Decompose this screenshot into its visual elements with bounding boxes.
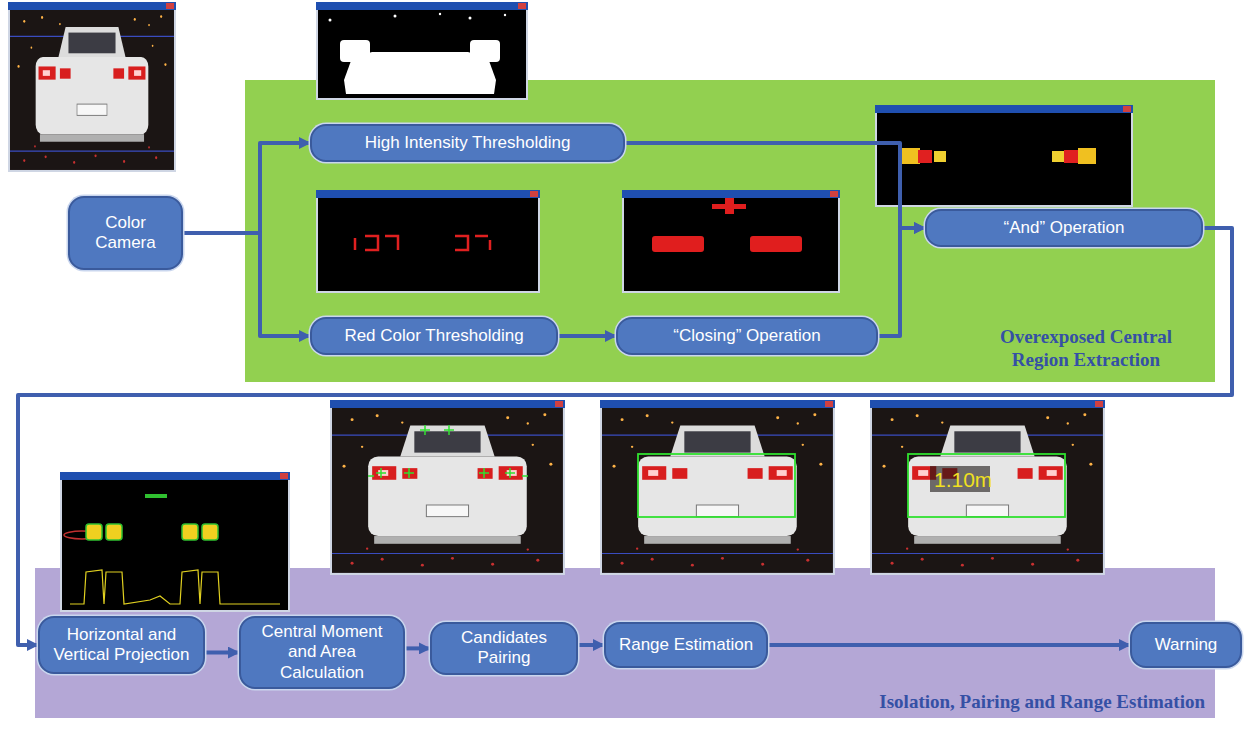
flow-arrow [205,651,239,655]
process-box: Red Color Thresholding [310,317,558,355]
box-label: Color Camera [80,213,171,254]
box-label: Warning [1155,635,1218,655]
stage-title: Isolation, Pairing and Range Estimation [879,691,1205,714]
box-label: “Closing” Operation [673,326,820,346]
flow-arrow [768,643,1130,647]
flow-arrow [183,143,310,233]
box-label: High Intensity Thresholding [365,133,571,153]
process-box: High Intensity Thresholding [310,124,625,162]
flow-arrow [18,228,1232,645]
box-label: Horizontal and Vertical Projection [50,625,193,666]
process-box: Range Estimation [604,622,768,668]
process-box: Warning [1130,622,1242,668]
flow-arrow [578,643,604,647]
process-box: Horizontal and Vertical Projection [38,616,205,674]
range-readout: 1.10m [934,468,992,492]
process-box: “Closing” Operation [616,317,878,355]
box-label: “And” Operation [1004,218,1125,238]
box-label: Central Moment and Area Calculation [251,622,393,683]
flow-arrow [405,646,430,650]
flow-arrow [558,334,616,338]
flow-arrow [625,143,925,228]
box-label: Candidates Pairing [442,628,566,669]
box-label: Red Color Thresholding [344,326,523,346]
process-box: “And” Operation [925,209,1203,247]
process-box: Candidates Pairing [430,622,578,675]
process-box: Color Camera [68,196,183,270]
stage-title: Overexposed Central Region Extraction [971,326,1201,372]
flow-arrow [183,233,310,336]
process-box: Central Moment and Area Calculation [239,616,405,689]
box-label: Range Estimation [619,635,753,655]
flow-arrow [878,228,925,336]
